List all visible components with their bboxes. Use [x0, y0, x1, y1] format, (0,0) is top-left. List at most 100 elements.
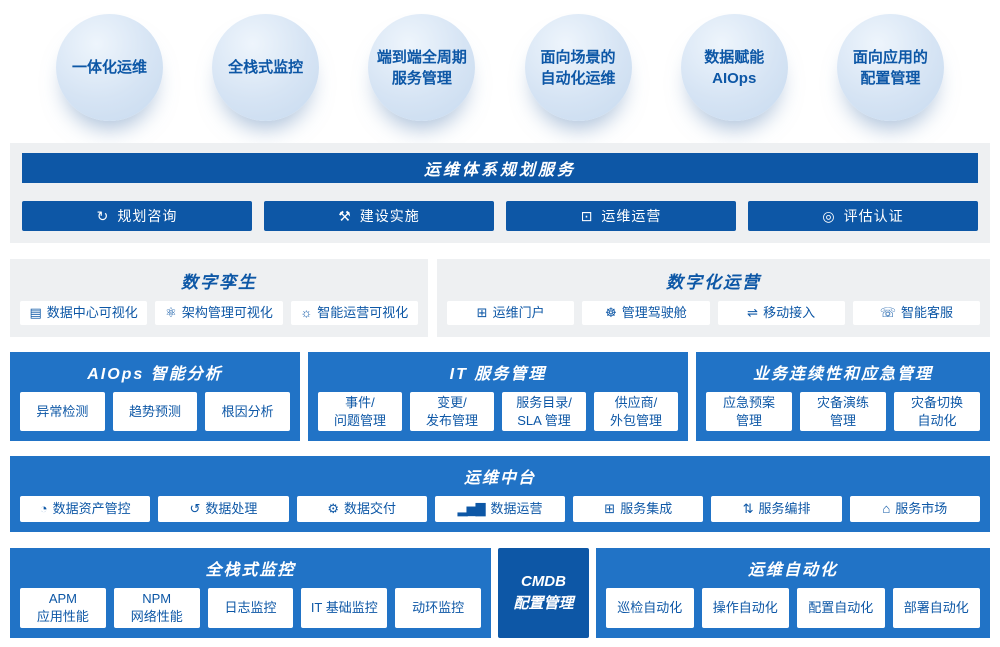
item-data-processing: ↺ 数据处理: [158, 496, 289, 522]
database-icon: ▤: [29, 305, 42, 321]
bcm-panel: 业务连续性和应急管理 应急预案 管理 灾备演练 管理 灾备切换 自动化: [696, 352, 990, 441]
item-architecture-visualization: ⚛ 架构管理可视化: [155, 301, 283, 325]
item-deploy-automation: 部署自动化: [892, 588, 980, 628]
item-anomaly-detection: 异常检测: [20, 392, 105, 431]
badge-scenario-automation: 面向场景的 自动化运维: [524, 14, 632, 121]
planning-item-operation: ⊡ 运维运营: [506, 201, 736, 231]
item-service-marketplace: ⌂ 服务市场: [849, 496, 980, 522]
grid-icon: ⊞: [604, 501, 615, 517]
build-icon: ⚒: [338, 207, 352, 224]
planning-item-label: 建设实施: [359, 208, 420, 224]
badge-label: 端到端全周期 服务管理: [376, 48, 467, 87]
badge-app-config-mgmt: 面向应用的 配置管理: [836, 14, 944, 121]
monitoring-items: APM 应用性能 NPM 网络性能 日志监控 IT 基础监控 动环监控: [20, 588, 481, 628]
planning-section-title: 运维体系规划服务: [22, 153, 978, 183]
aiops-title: AIOps 智能分析: [87, 366, 223, 383]
planning-item-implementation: ⚒ 建设实施: [264, 201, 494, 231]
aiops-items: 异常检测 趋势预测 根因分析: [20, 392, 291, 431]
item-datacenter-visualization: ▤ 数据中心可视化: [20, 301, 148, 325]
process-icon: ↺: [189, 501, 200, 517]
pie-chart-icon: ◔: [39, 501, 48, 517]
automation-title: 运维自动化: [747, 562, 838, 579]
badge-fullstack-monitoring: 全栈式监控: [212, 14, 320, 121]
planning-section: 运维体系规划服务 ↻ 规划咨询 ⚒ 建设实施 ⊡ 运维运营 ◎ 评估认证: [10, 143, 990, 243]
gear-icon: ⚙: [327, 501, 339, 517]
item-emergency-plan-mgmt: 应急预案 管理: [706, 392, 792, 431]
badge-label: 面向应用的 配置管理: [852, 48, 928, 87]
middle-platform-panel: 运维中台 ◔ 数据资产管控 ↺ 数据处理 ⚙ 数据交付 ▂▅▇ 数据运营 ⊞ 服…: [10, 456, 990, 532]
portal-icon: ⊞: [476, 305, 488, 321]
badge-label: 数据赋能 AIOps: [704, 48, 765, 87]
planning-item-label: 评估认证: [843, 208, 904, 224]
middle-platform-items: ◔ 数据资产管控 ↺ 数据处理 ⚙ 数据交付 ▂▅▇ 数据运营 ⊞ 服务集成 ⇅…: [20, 496, 980, 522]
feature-badges: 一体化运维 全栈式监控 端到端全周期 服务管理 面向场景的 自动化运维 数据赋能…: [0, 14, 1000, 121]
item-service-orchestration: ⇅ 服务编排: [711, 496, 842, 522]
automation-panel: 运维自动化 巡检自动化 操作自动化 配置自动化 部署自动化: [596, 548, 990, 638]
item-ops-portal: ⊞ 运维门户: [447, 301, 575, 325]
item-service-integration: ⊞ 服务集成: [573, 496, 704, 522]
digital-operation-title: 数字化运营: [666, 273, 761, 292]
item-root-cause-analysis: 根因分析: [205, 392, 291, 431]
item-dr-switch-automation: 灾备切换 自动化: [894, 392, 980, 431]
item-data-delivery: ⚙ 数据交付: [296, 496, 427, 522]
certification-icon: ◎: [822, 207, 836, 224]
monitoring-panel: 全栈式监控 APM 应用性能 NPM 网络性能 日志监控 IT 基础监控 动环监…: [10, 548, 491, 638]
planning-item-certification: ◎ 评估认证: [748, 201, 978, 231]
dashboard-icon: ☸: [605, 305, 617, 321]
planning-item-label: 运维运营: [601, 208, 662, 224]
orchestration-icon: ⇅: [742, 501, 754, 517]
planning-items: ↻ 规划咨询 ⚒ 建设实施 ⊡ 运维运营 ◎ 评估认证: [22, 201, 978, 231]
refresh-icon: ↻: [96, 207, 110, 224]
item-mobile-access: ⇌ 移动接入: [717, 301, 845, 325]
item-config-automation: 配置自动化: [797, 588, 885, 628]
item-npm: NPM 网络性能: [113, 588, 200, 628]
badge-label: 全栈式监控: [228, 59, 304, 76]
item-dr-drill-mgmt: 灾备演练 管理: [800, 392, 886, 431]
bcm-items: 应急预案 管理 灾备演练 管理 灾备切换 自动化: [706, 392, 980, 431]
item-facility-monitoring: 动环监控: [395, 588, 481, 628]
bcm-title: 业务连续性和应急管理: [752, 366, 933, 383]
badge-label: 一体化运维: [71, 59, 147, 76]
digital-twin-items: ▤ 数据中心可视化 ⚛ 架构管理可视化 ☼ 智能运营可视化: [20, 301, 418, 325]
item-log-monitoring: 日志监控: [207, 588, 294, 628]
automation-items: 巡检自动化 操作自动化 配置自动化 部署自动化: [606, 588, 980, 628]
marketplace-icon: ⌂: [882, 501, 890, 517]
item-management-cockpit: ☸ 管理驾驶舱: [582, 301, 710, 325]
item-apm: APM 应用性能: [20, 588, 106, 628]
planning-item-label: 规划咨询: [117, 208, 178, 224]
cmdb-block: CMDB 配置管理: [498, 548, 589, 638]
monitor-icon: ⊡: [580, 207, 594, 224]
bulb-icon: ☼: [300, 305, 312, 321]
aiops-panel: AIOps 智能分析 异常检测 趋势预测 根因分析: [10, 352, 300, 441]
sliders-icon: ⇌: [747, 305, 758, 321]
item-trend-prediction: 趋势预测: [112, 392, 198, 431]
digital-operation-panel: 数字化运营 ⊞ 运维门户 ☸ 管理驾驶舱 ⇌ 移动接入 ☏ 智能客服: [437, 259, 990, 337]
item-incident-problem-mgmt: 事件/ 问题管理: [318, 392, 402, 431]
itsm-panel: IT 服务管理 事件/ 问题管理 变更/ 发布管理 服务目录/ SLA 管理 供…: [308, 352, 688, 441]
middle-platform-title: 运维中台: [463, 470, 536, 487]
digital-row: 数字孪生 ▤ 数据中心可视化 ⚛ 架构管理可视化 ☼ 智能运营可视化 数字化运营: [10, 259, 990, 337]
itsm-items: 事件/ 问题管理 变更/ 发布管理 服务目录/ SLA 管理 供应商/ 外包管理: [318, 392, 678, 431]
badge-label: 面向场景的 自动化运维: [540, 48, 616, 87]
badge-end-to-end-service: 端到端全周期 服务管理: [368, 14, 476, 121]
digital-operation-items: ⊞ 运维门户 ☸ 管理驾驶舱 ⇌ 移动接入 ☏ 智能客服: [447, 301, 980, 325]
digital-twin-title: 数字孪生: [181, 273, 257, 292]
analysis-row: AIOps 智能分析 异常检测 趋势预测 根因分析 IT 服务管理 事件/ 问题…: [10, 352, 990, 441]
item-intelligent-ops-visualization: ☼ 智能运营可视化: [290, 301, 418, 325]
planning-item-consulting: ↻ 规划咨询: [22, 201, 252, 231]
network-icon: ⚛: [165, 305, 177, 321]
monitoring-title: 全栈式监控: [205, 562, 296, 579]
item-catalog-sla-mgmt: 服务目录/ SLA 管理: [502, 392, 586, 431]
item-change-release-mgmt: 变更/ 发布管理: [410, 392, 494, 431]
badge-data-aiops: 数据赋能 AIOps: [680, 14, 788, 121]
badge-integrated-ops: 一体化运维: [56, 14, 163, 121]
itsm-title: IT 服务管理: [449, 366, 547, 383]
foundation-row: 全栈式监控 APM 应用性能 NPM 网络性能 日志监控 IT 基础监控 动环监…: [10, 548, 990, 638]
item-vendor-outsourcing-mgmt: 供应商/ 外包管理: [594, 392, 678, 431]
item-data-asset-control: ◔ 数据资产管控: [20, 496, 151, 522]
headset-icon: ☏: [879, 305, 896, 321]
digital-twin-panel: 数字孪生 ▤ 数据中心可视化 ⚛ 架构管理可视化 ☼ 智能运营可视化: [10, 259, 428, 337]
item-operation-automation: 操作自动化: [701, 588, 789, 628]
item-smart-customer-service: ☏ 智能客服: [852, 301, 980, 325]
